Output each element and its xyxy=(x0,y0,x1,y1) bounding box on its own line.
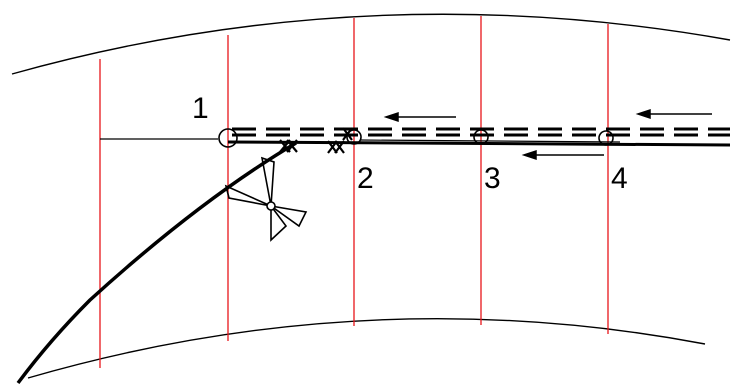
arrow-left-icon xyxy=(383,111,456,123)
lower-bank-line xyxy=(27,318,706,379)
upper-bank-line xyxy=(11,13,731,75)
x-mark-icon xyxy=(327,127,353,154)
solid-path-thin-line xyxy=(359,139,621,143)
station-marker-3 xyxy=(473,129,489,145)
station-marker-1 xyxy=(218,128,238,148)
x-marks xyxy=(279,127,353,154)
x-mark-icon xyxy=(279,139,298,153)
station-markers xyxy=(218,128,614,148)
propeller-icon xyxy=(224,156,308,242)
station-label-1: 1 xyxy=(192,92,209,125)
dashed-path xyxy=(232,127,730,137)
trajectory-curve xyxy=(16,141,297,385)
station-marker-4 xyxy=(598,130,614,146)
station-marker-2 xyxy=(346,129,362,145)
station-label-3: 3 xyxy=(484,162,501,195)
arrow-left-icon xyxy=(521,149,604,161)
station-label-2: 2 xyxy=(357,162,374,195)
cross-section-lines xyxy=(99,16,609,368)
arrow-left-icon xyxy=(635,108,712,120)
station-label-4: 4 xyxy=(611,162,628,195)
flow-arrows xyxy=(383,108,712,161)
